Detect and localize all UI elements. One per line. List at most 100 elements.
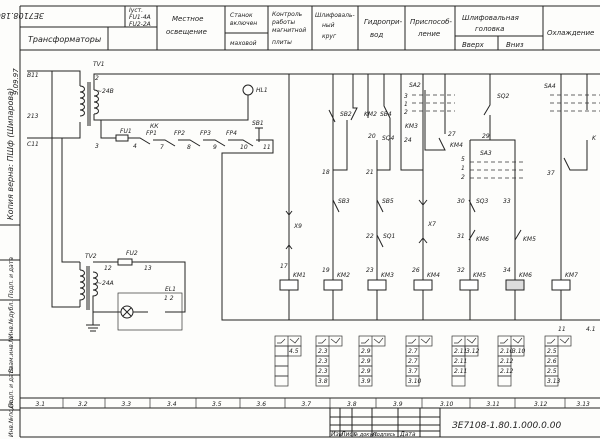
contact-ref: 3.9 — [361, 378, 371, 385]
wire-label: 2 — [404, 109, 408, 116]
contact-ref: 2.3 — [318, 348, 328, 355]
contact-ref: 2.6 — [547, 358, 557, 365]
label-sq1: SQ1 — [383, 233, 395, 240]
label-k: K — [592, 135, 597, 142]
coil-label: KM3 — [381, 272, 394, 279]
contact-ref: 2.5 — [547, 348, 557, 355]
header-head: Шлифовальная — [462, 14, 519, 22]
contact-ref: 2.3 — [318, 368, 328, 375]
lamp-el1-icon — [120, 305, 134, 319]
contact-table: 2.92.92.93.9 — [358, 335, 386, 387]
copy-verified-stamp: Копия верна: ПШф (Шипарова) — [6, 88, 15, 220]
contact-table: 2.112.112.113.12 — [451, 335, 480, 387]
contact-ref: 2.12 — [500, 358, 514, 365]
contact-ref: 3.7 — [408, 368, 418, 375]
header-fuse2: FU2-2A — [129, 21, 151, 28]
label-km6-contact: KM6 — [476, 236, 489, 243]
label-fp1: FP1 — [146, 130, 157, 137]
wire-label: 32 — [457, 267, 465, 274]
label-fp4: FP4 — [226, 130, 237, 137]
label-c11: С11 — [27, 141, 39, 148]
label-213: 213 — [27, 113, 39, 120]
wire-label: 13 — [144, 265, 152, 272]
header-plate-3: магнитной — [272, 27, 306, 34]
wire-label: 30 — [457, 198, 465, 205]
coil-km1 — [279, 279, 299, 291]
coil-label: KM7 — [565, 272, 578, 279]
contact-ref: 2.11 — [454, 348, 467, 355]
contact-ref: 3.10 — [512, 348, 526, 355]
wire-label: 37 — [547, 170, 555, 177]
coil-km5 — [459, 279, 479, 291]
header-hydraulic-2: вод — [370, 31, 383, 39]
nc-contact-icon — [420, 337, 431, 344]
wire-label: 24 — [404, 137, 412, 144]
title-col: № докум. — [352, 432, 378, 438]
coil-label: KM4 — [427, 272, 440, 279]
contact-ref: 2.7 — [408, 358, 418, 365]
zone-label: 3.2 — [78, 401, 88, 408]
label-sb4: SB4 — [380, 111, 392, 118]
contact-ref: 2.5 — [547, 368, 557, 375]
no-contact-icon — [277, 338, 286, 344]
contact-table: 4.5 — [274, 335, 302, 387]
header-down: Вниз — [506, 41, 524, 49]
wire-label: 26 — [412, 267, 420, 274]
coil-km4 — [413, 279, 433, 291]
wire-label: 8 — [187, 144, 191, 151]
nc-contact-icon — [466, 337, 477, 344]
header-machine-on: Станок — [230, 12, 253, 19]
wire-label: 23 — [366, 267, 374, 274]
no-contact-icon — [361, 338, 370, 344]
contact-ref: 4.5 — [289, 348, 299, 355]
stamp-field: Взам.инв.№ — [8, 336, 15, 373]
label-km3: KM3 — [405, 123, 418, 130]
contact-ref: 2.11 — [454, 358, 467, 365]
wire-label: 3 — [95, 143, 99, 150]
wire-label: 11 — [263, 144, 271, 151]
wire-label: 3 — [404, 93, 408, 100]
header-up: Вверх — [462, 41, 485, 49]
wire-label: 12 — [104, 265, 112, 272]
label-sa3: SA3 — [480, 150, 492, 157]
label-hl1: HL1 — [256, 87, 268, 94]
wire-label: 1 — [404, 101, 408, 108]
wire-label: 1 — [461, 165, 465, 172]
stamp-field: Инв.№подл. — [8, 399, 15, 437]
lamp-hl1-icon — [242, 84, 254, 96]
label-sa4: SA4 — [544, 83, 556, 90]
title-col: Подпись — [373, 432, 396, 438]
wire-label: 19 — [322, 267, 330, 274]
label-sb1: SB1 — [252, 120, 264, 127]
label-el1: EL1 — [165, 286, 176, 293]
stamp-field: Подп. и дата — [8, 367, 15, 408]
coil-km6 — [505, 279, 525, 291]
contact-ref: 2.9 — [361, 348, 371, 355]
contact-ref: 2.11 — [454, 368, 467, 375]
no-contact-icon — [454, 338, 463, 344]
header-fixture-2: ление — [417, 30, 440, 38]
header-cooling: Охлаждение — [547, 29, 594, 37]
label-km4: KM4 — [450, 142, 463, 149]
label-sb5: SB5 — [382, 198, 394, 205]
label-fu1: FU1 — [120, 128, 132, 135]
wire-label: 2 — [95, 75, 99, 82]
contact-ref: 2.10 — [500, 348, 514, 355]
header-head-2: головка — [475, 25, 504, 33]
fuse-fu1-icon — [115, 134, 129, 142]
header-wheel-2: ный — [322, 22, 335, 29]
contact-ref: 2.3 — [318, 358, 328, 365]
header-fixture: Приспособ- — [410, 18, 452, 26]
zone-label: 3.12 — [534, 401, 548, 408]
wire-label: 22 — [366, 233, 374, 240]
label-km5-contact: KM5 — [523, 236, 536, 243]
wire-label: 31 — [457, 233, 465, 240]
contact-ref: 2.12 — [500, 368, 514, 375]
wire-label: 2 — [461, 174, 465, 181]
wire-label: 4.1 — [586, 326, 596, 333]
wire-label: 11 — [558, 326, 566, 333]
stamp-field: Инв.№дубл. — [8, 301, 15, 338]
no-contact-icon — [408, 338, 417, 344]
